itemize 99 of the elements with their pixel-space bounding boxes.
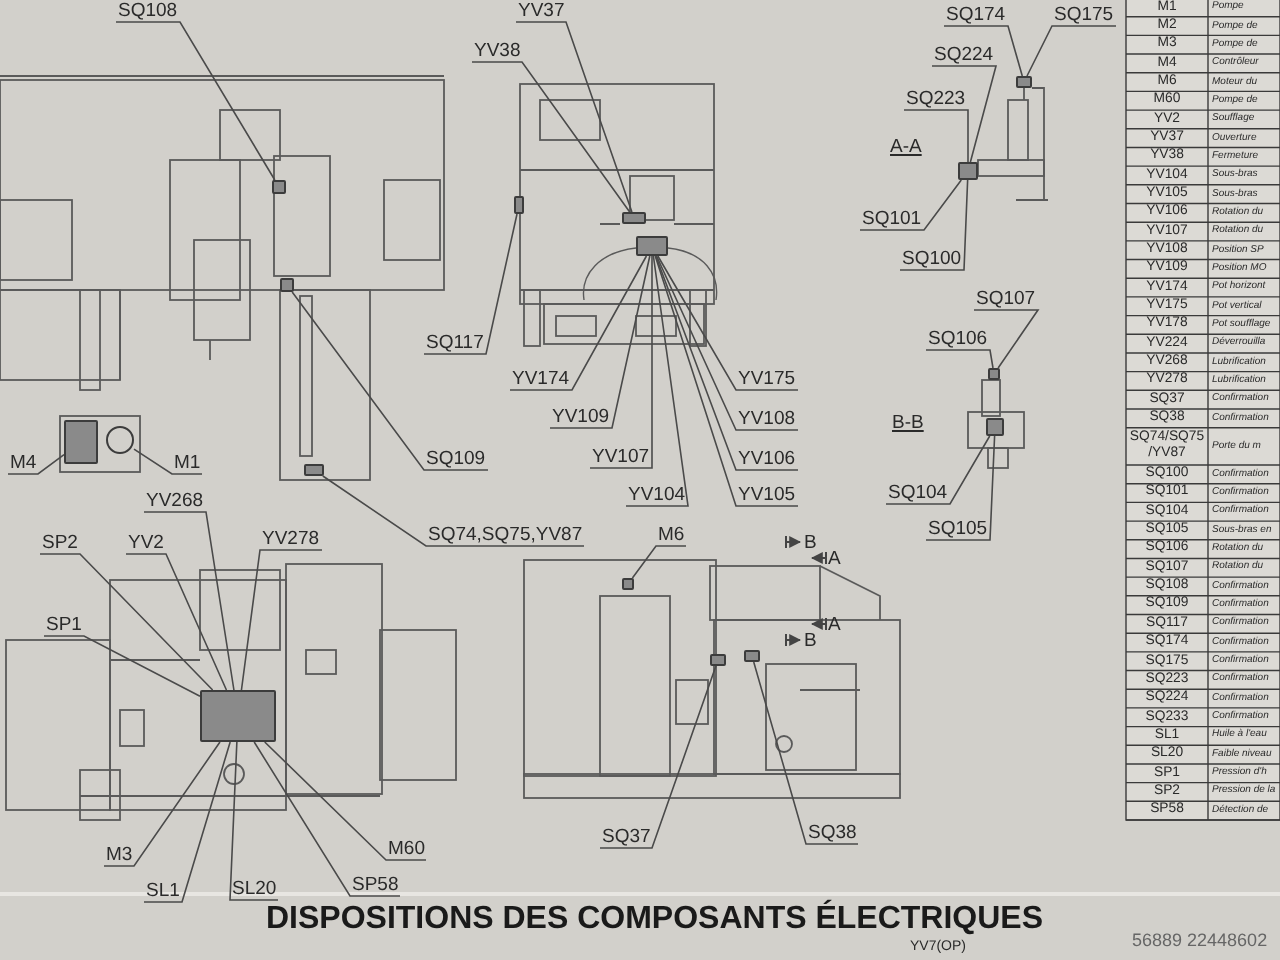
callout-label: SQ37 bbox=[600, 826, 653, 848]
component-symbol bbox=[622, 578, 634, 590]
callout-label: YV105 bbox=[736, 484, 798, 506]
callout-label: SP1 bbox=[44, 614, 84, 636]
leader-line bbox=[657, 255, 799, 391]
leader-line bbox=[125, 553, 228, 691]
component-symbol bbox=[200, 690, 276, 742]
callout-label: M60 bbox=[386, 838, 427, 860]
callout-label: YV268 bbox=[144, 490, 206, 512]
leader-line bbox=[925, 435, 996, 541]
leader-line bbox=[631, 545, 687, 579]
leader-line bbox=[471, 61, 631, 213]
leader-line bbox=[885, 435, 991, 505]
section-label: B-B bbox=[892, 412, 924, 434]
callout-label: SQ174 bbox=[944, 4, 1008, 26]
callout-label: YV108 bbox=[736, 408, 798, 430]
leader-line bbox=[229, 741, 279, 901]
callout-label: SQ224 bbox=[932, 44, 996, 66]
callout-label: YV38 bbox=[472, 40, 523, 62]
reference-number: 56889 22448602 bbox=[1132, 930, 1268, 950]
component-symbol bbox=[744, 650, 760, 662]
leader-line bbox=[423, 213, 518, 355]
component-symbol bbox=[986, 418, 1004, 436]
leader-line bbox=[1026, 25, 1117, 77]
leader-line bbox=[143, 511, 235, 691]
section-mark-letter: A bbox=[828, 548, 841, 570]
leader-line bbox=[133, 448, 203, 475]
callout-label: M3 bbox=[104, 844, 135, 866]
section-mark-letter: B bbox=[804, 630, 817, 652]
callout-label: SL1 bbox=[144, 880, 182, 902]
callout-label: YV109 bbox=[550, 406, 612, 428]
callout-label: SQ104 bbox=[886, 482, 950, 504]
component-symbol bbox=[272, 180, 286, 194]
callout-label: SQ223 bbox=[904, 88, 968, 110]
component-symbol bbox=[958, 162, 978, 180]
callout-label: YV2 bbox=[126, 532, 166, 554]
leader-line bbox=[263, 741, 427, 861]
section-mark-letter: A bbox=[828, 614, 841, 636]
callout-label: SQ38 bbox=[806, 822, 859, 844]
component-symbol bbox=[514, 196, 524, 214]
motor-symbol bbox=[106, 426, 134, 454]
leader-line bbox=[103, 741, 221, 867]
component-symbol bbox=[280, 278, 294, 292]
callout-label: YV106 bbox=[736, 448, 798, 470]
leader-line bbox=[240, 549, 323, 691]
leader-line bbox=[589, 255, 653, 469]
callout-label: SP58 bbox=[350, 874, 401, 896]
callout-label: SQ74,SQ75,YV87 bbox=[426, 524, 585, 546]
callout-label: M1 bbox=[172, 452, 203, 474]
callout-label: YV104 bbox=[626, 484, 688, 506]
callout-label: SP2 bbox=[40, 532, 80, 554]
component-symbol bbox=[304, 464, 324, 476]
component-symbol bbox=[622, 212, 646, 224]
leader-line bbox=[515, 21, 633, 213]
leader-line bbox=[899, 179, 969, 271]
leader-line bbox=[931, 65, 998, 163]
leader-line bbox=[859, 179, 963, 231]
callout-label: YV174 bbox=[510, 368, 572, 390]
leader-line bbox=[549, 255, 651, 429]
callout-label: SQ107 bbox=[974, 288, 1038, 310]
leader-line bbox=[322, 475, 585, 547]
leader-line bbox=[925, 349, 994, 369]
component-symbol bbox=[710, 654, 726, 666]
leader-line bbox=[903, 109, 969, 163]
component-symbol bbox=[1016, 76, 1032, 88]
leader-line bbox=[43, 635, 201, 698]
leader-line bbox=[39, 553, 214, 691]
leader-line bbox=[291, 291, 489, 471]
callout-label: SL20 bbox=[230, 878, 279, 900]
section-label: A-A bbox=[890, 136, 922, 158]
component-symbol bbox=[988, 368, 1000, 380]
leader-line bbox=[655, 255, 799, 431]
callout-label: SQ100 bbox=[900, 248, 964, 270]
leader-line bbox=[943, 25, 1024, 77]
leader-line bbox=[7, 453, 65, 475]
leader-line bbox=[253, 741, 401, 897]
callout-label: SQ105 bbox=[926, 518, 990, 540]
callout-label: YV278 bbox=[260, 528, 322, 550]
callout-label: M4 bbox=[8, 452, 39, 474]
callout-label: M6 bbox=[656, 524, 687, 546]
callout-label: YV107 bbox=[590, 446, 652, 468]
callout-label: SQ101 bbox=[860, 208, 924, 230]
leader-line bbox=[143, 741, 231, 903]
leader-line bbox=[599, 665, 717, 849]
component-symbol bbox=[64, 420, 98, 464]
component-symbol bbox=[636, 236, 668, 256]
leader-line bbox=[973, 309, 1040, 369]
leader-line bbox=[625, 255, 689, 507]
callout-label: YV175 bbox=[736, 368, 798, 390]
callout-label: SQ117 bbox=[424, 332, 486, 354]
diagram-title: DISPOSITIONS DES COMPOSANTS ÉLECTRIQUES bbox=[266, 902, 1043, 938]
section-mark-letter: B bbox=[804, 532, 817, 554]
callout-label: SQ175 bbox=[1052, 4, 1116, 26]
callout-label: SQ109 bbox=[424, 448, 488, 470]
leader-line bbox=[752, 661, 859, 845]
leader-line bbox=[509, 255, 648, 391]
callout-label: YV37 bbox=[516, 0, 567, 22]
callout-label: SQ106 bbox=[926, 328, 990, 350]
callout-label: SQ108 bbox=[116, 0, 180, 22]
